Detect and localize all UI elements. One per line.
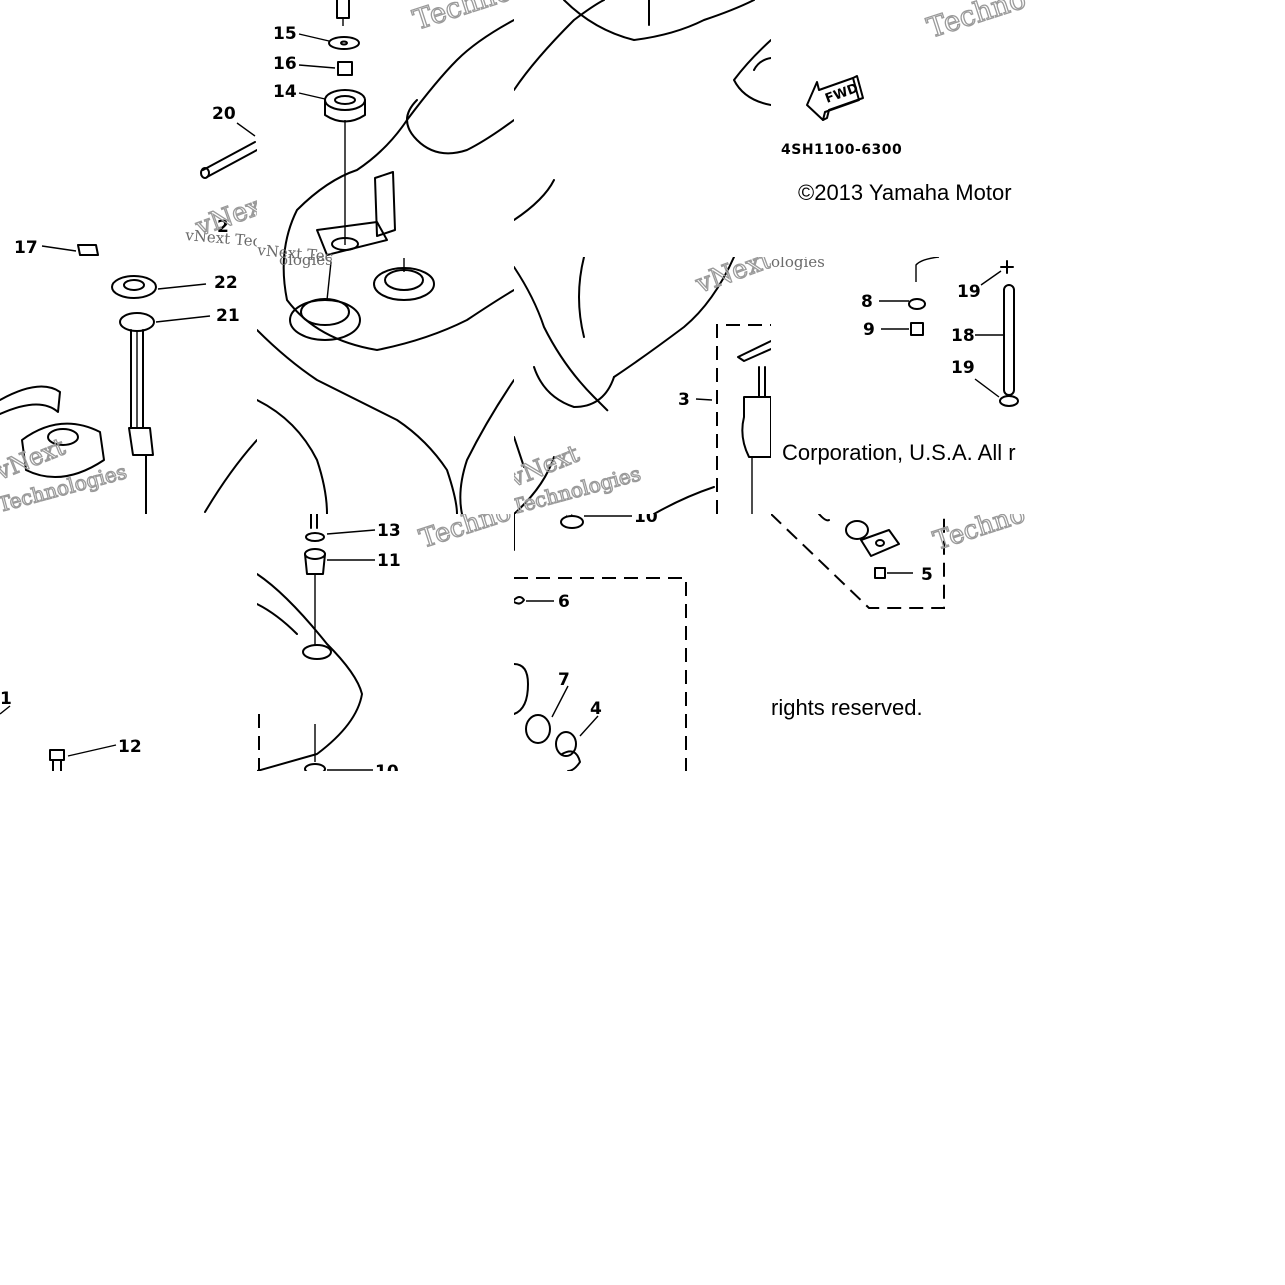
hose-clip-19-top: [1000, 260, 1014, 274]
bolt-top: [336, 0, 350, 19]
callout-9: 9: [863, 320, 875, 340]
copyright-line-1: ©2013 Yamaha Motor: [798, 180, 1012, 205]
bolt-17: [77, 244, 99, 256]
fuel-hose-18: [1003, 284, 1015, 396]
collar-11: [304, 548, 326, 560]
tile-b-drawing: 15 16 14: [257, 0, 514, 514]
fuel-cock-assembly-outline: [716, 324, 771, 514]
breather-hose: [0, 385, 61, 415]
diagram-tile-middle-right: ologies 8 9 19 18 19 Corporation, U.S.A.…: [771, 257, 1028, 514]
bolt-12: [49, 749, 65, 761]
tile-d-drawing: FWD Techno: [806, 0, 1028, 121]
fuel-cap: [21, 422, 105, 479]
grommet-right: [373, 267, 435, 301]
bolt-body: [561, 750, 581, 771]
tile-i-drawing: chnologies 10 6 7 4: [514, 514, 687, 771]
gasket-4: [555, 731, 577, 757]
strainer-assembly-outline: [514, 577, 687, 771]
callout-10-top: 10: [634, 514, 658, 527]
screw-5: [874, 567, 886, 579]
callout-8: 8: [861, 292, 873, 312]
callout-22: 22: [214, 273, 238, 293]
watermark-techno-3: Techno: [416, 514, 514, 555]
diagram-tile-bottom-left: 1 12: [0, 514, 257, 771]
callout-7: 7: [558, 670, 570, 690]
fwd-label: FWD: [823, 81, 860, 107]
callout-19-top: 19: [957, 282, 981, 302]
bolt-bottom: [310, 514, 318, 529]
diagram-tile-top-center-right: [514, 0, 771, 257]
callout-19-bottom: 19: [951, 358, 975, 378]
washer-15: [328, 36, 360, 50]
callout-15: 15: [273, 24, 297, 44]
diagram-tile-middle-center-right: 3 vNext vNext Tec vNext Technologies: [514, 257, 771, 514]
callout-18: 18: [951, 326, 975, 346]
callout-13: 13: [377, 521, 401, 541]
fwd-arrow-icon: FWD: [806, 75, 864, 121]
callout-12: 12: [118, 737, 142, 757]
washer-13: [305, 532, 325, 542]
tile-a-drawing: 20 17 22 21 2 vN: [0, 104, 257, 514]
fuel-cock-3: [758, 366, 766, 398]
diagram-tile-bottom-right: 5 Techno rights reserved.: [771, 514, 1028, 771]
callout-16: 16: [273, 54, 297, 74]
damper-10: [304, 763, 326, 771]
fuel-tank-body: [282, 19, 514, 351]
copyright-line-3: rights reserved.: [771, 695, 923, 720]
plug-10: [560, 515, 584, 529]
callout-11: 11: [377, 551, 401, 571]
tile-g-drawing: 1 12: [0, 689, 142, 771]
tile-f-drawing: ologies 8 9 19 18 19: [771, 257, 1019, 407]
watermark-vnext-3: vNext: [691, 257, 771, 300]
watermark-ologies-2: ologies: [771, 257, 825, 271]
tile-h-drawing: 13 11 10 Techno: [257, 514, 514, 771]
diagram-tile-top-left: 20 17 22 21 2 vN: [0, 0, 257, 514]
callout-2: 2: [217, 217, 229, 237]
callout-3: 3: [678, 390, 690, 410]
diagram-tile-top-right: FWD Techno 4SH1100-6300 ©2013 Yamaha Mot…: [771, 0, 1028, 257]
fuel-tube-20: [202, 141, 257, 178]
callout-20: 20: [212, 104, 236, 124]
cover-plate: [860, 529, 900, 557]
watermark-chnologies: chnologies: [514, 514, 596, 518]
tile-j-drawing: 5 Techno: [771, 514, 1028, 609]
tile-c-drawing: [514, 0, 771, 221]
grommet-22: [111, 275, 157, 299]
callout-10-bottom: 10: [375, 762, 399, 771]
collar-16: [337, 61, 353, 76]
screw-9: [910, 322, 924, 336]
callout-14: 14: [273, 82, 297, 102]
fuel-cock-outline-lower: [771, 514, 945, 609]
watermark-ologies: ologies: [279, 251, 333, 269]
callout-6: 6: [558, 592, 570, 612]
callout-17: 17: [14, 238, 38, 258]
copyright-line-2: Corporation, U.S.A. All r: [782, 440, 1016, 465]
tank-bracket: [257, 573, 363, 771]
tile-e-drawing: 3 vNext vNext Tec vNext Technologies: [514, 257, 771, 514]
diagram-tile-bottom-center-right: chnologies 10 6 7 4: [514, 514, 771, 771]
diagram-tile-top-center-left: 15 16 14: [257, 0, 514, 514]
grommet-large: [289, 299, 361, 341]
callout-21: 21: [216, 306, 240, 326]
watermark-techno-2: Techno: [923, 0, 1028, 45]
level-gauge-21: [119, 312, 155, 332]
diagram-tile-bottom-center-left: 13 11 10 Techno: [257, 514, 514, 771]
callout-5: 5: [921, 565, 933, 585]
callout-1: 1: [0, 689, 12, 709]
damper-14: [324, 89, 366, 111]
o-ring-6: [514, 596, 525, 605]
callout-4: 4: [590, 699, 602, 719]
hose-clip-19-bottom: [999, 395, 1019, 407]
watermark-techno: Techno: [409, 0, 514, 37]
strainer-7: [525, 714, 551, 744]
washer-8: [908, 298, 926, 310]
o-ring-lower: [845, 520, 869, 540]
part-number: 4SH1100-6300: [781, 142, 903, 158]
